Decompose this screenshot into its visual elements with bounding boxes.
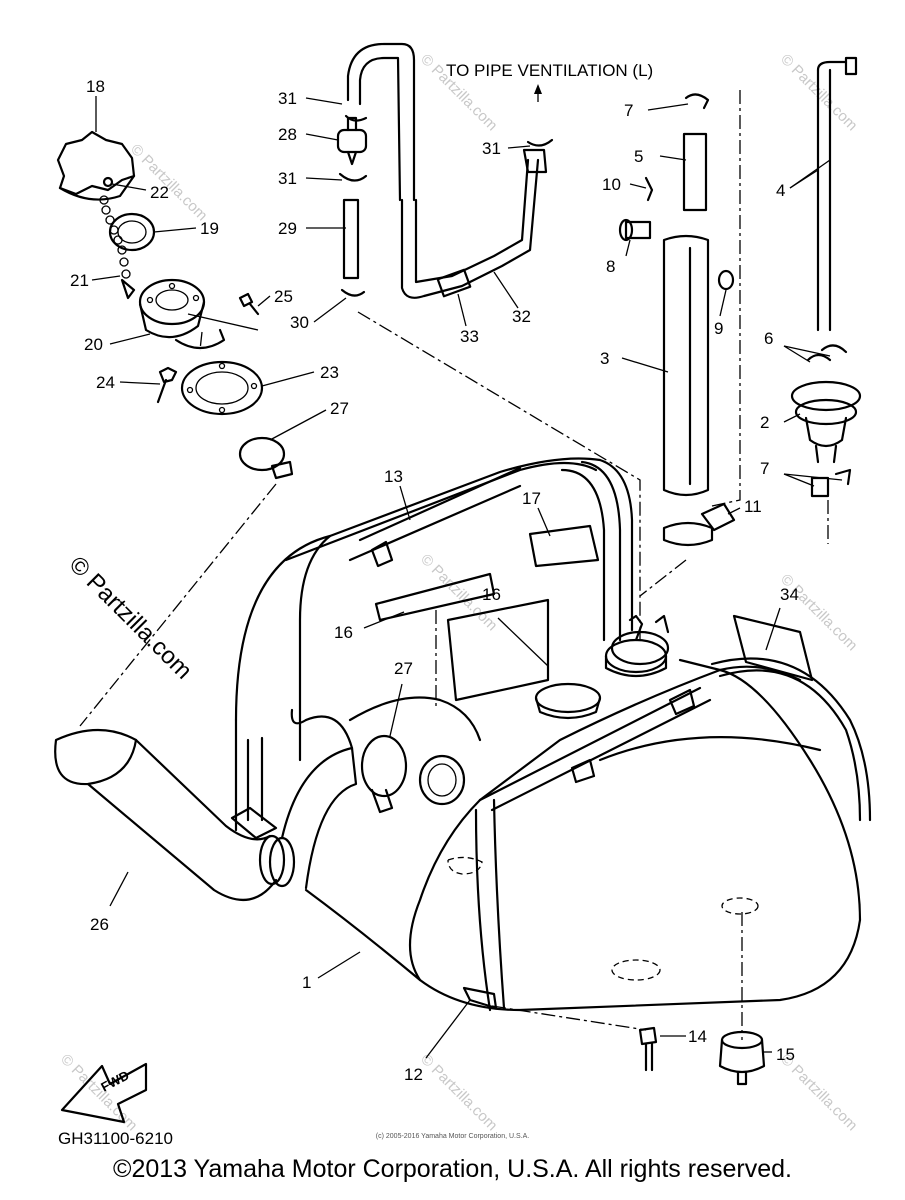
gasket-plate bbox=[180, 360, 264, 416]
callout: 11 bbox=[744, 497, 762, 516]
watermark: © Partzilla.com bbox=[777, 571, 860, 654]
callout: 7 bbox=[760, 459, 769, 478]
callout: 16 bbox=[482, 585, 501, 604]
callout: 18 bbox=[86, 77, 105, 96]
callout: 5 bbox=[634, 147, 643, 166]
small-copyright: (c) 2005-2016 Yamaha Motor Corporation, … bbox=[375, 1133, 530, 1140]
callout: 3 bbox=[600, 349, 609, 368]
callout: 31 bbox=[278, 169, 297, 188]
part-code: GH31100-6210 bbox=[58, 1129, 173, 1148]
callout: 31 bbox=[482, 139, 501, 158]
callout: 27 bbox=[330, 399, 349, 418]
fuel-sender-tube bbox=[618, 93, 736, 547]
callout: 34 bbox=[780, 585, 799, 604]
callout: 7 bbox=[624, 101, 633, 120]
callout: 17 bbox=[522, 489, 541, 508]
watermark: © Partzilla.com bbox=[57, 1051, 140, 1134]
screw bbox=[238, 292, 260, 316]
filler-hose bbox=[54, 708, 358, 901]
bolt bbox=[156, 366, 178, 404]
mount-bolt bbox=[638, 1026, 658, 1072]
callout: 12 bbox=[404, 1065, 423, 1084]
ventilation-note: TO PIPE VENTILATION (L) bbox=[446, 61, 653, 80]
callout: 15 bbox=[776, 1045, 795, 1064]
callout-numbers: 18 22 19 21 25 20 23 24 27 31 28 31 29 3… bbox=[70, 77, 799, 1084]
callout: 31 bbox=[278, 89, 297, 108]
callout: 2 bbox=[760, 413, 769, 432]
callout: 29 bbox=[278, 219, 297, 238]
callout: 33 bbox=[460, 327, 479, 346]
callout: 20 bbox=[84, 335, 103, 354]
callout: 27 bbox=[394, 659, 413, 678]
callout: 26 bbox=[90, 915, 109, 934]
leader-lines bbox=[91, 96, 843, 1059]
filler-neck bbox=[138, 278, 226, 350]
callout: 14 bbox=[688, 1027, 707, 1046]
copyright-text: ©2013 Yamaha Motor Corporation, U.S.A. A… bbox=[113, 1155, 792, 1183]
fuel-tank bbox=[230, 457, 872, 1012]
fuel-cock bbox=[790, 56, 862, 498]
callout: 22 bbox=[150, 183, 169, 202]
hose-clamp bbox=[238, 436, 294, 480]
connection-lines bbox=[79, 90, 829, 1040]
callout: 8 bbox=[606, 257, 615, 276]
callout: 25 bbox=[274, 287, 293, 306]
callout: 1 bbox=[302, 973, 311, 992]
hose-clamp bbox=[360, 734, 466, 814]
callout: 10 bbox=[602, 175, 621, 194]
callout: 13 bbox=[384, 467, 403, 486]
callout: 19 bbox=[200, 219, 219, 238]
callout: 23 bbox=[320, 363, 339, 382]
callout: 16 bbox=[334, 623, 353, 642]
callout: 21 bbox=[70, 271, 89, 290]
callout: 6 bbox=[764, 329, 773, 348]
callout: 24 bbox=[96, 373, 115, 392]
callout: 4 bbox=[776, 181, 785, 200]
fwd-arrow bbox=[60, 1062, 148, 1124]
gasket-ring bbox=[108, 212, 156, 252]
watermarks: © Partzilla.com © Partzilla.com © Partzi… bbox=[57, 51, 860, 1134]
callout: 32 bbox=[512, 307, 531, 326]
vent-hoses bbox=[336, 42, 554, 299]
callout: 28 bbox=[278, 125, 297, 144]
callout: 9 bbox=[714, 319, 723, 338]
callout: 30 bbox=[290, 313, 309, 332]
warning-label bbox=[732, 614, 814, 682]
watermark: © Partzilla.com bbox=[417, 1051, 500, 1134]
